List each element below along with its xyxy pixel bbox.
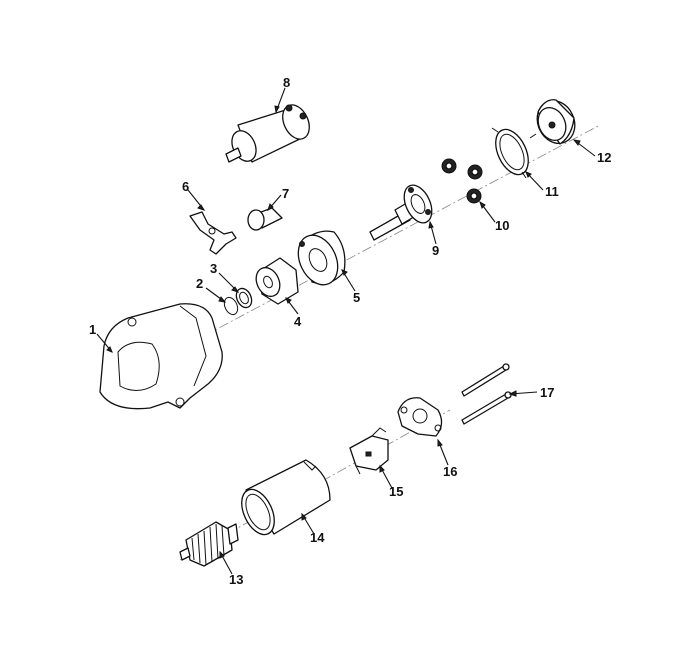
callout-2: 2 [196,276,203,291]
callout-15: 15 [389,484,403,499]
callout-11: 11 [545,184,559,199]
lever-holder-part [247,207,283,231]
leader-lines [96,87,596,575]
yoke-part [241,459,331,536]
through-bolts-part [461,363,512,425]
planetary-gear-housing-part [297,230,346,286]
shift-lever-part [189,211,237,255]
solenoid-switch-part [225,104,310,163]
gear-cover-part [536,99,576,145]
callout-7: 7 [282,186,289,201]
callout-4: 4 [294,314,302,329]
pinion-drive-clutch-part [255,257,299,305]
callout-12: 12 [597,150,611,165]
rear-bracket-part [397,397,443,437]
callout-5: 5 [353,290,360,305]
callout-13: 13 [229,572,243,587]
callout-8: 8 [283,75,290,90]
callout-6: 6 [182,179,189,194]
planet-gears-part [441,158,483,204]
callout-1: 1 [89,322,96,337]
callout-3: 3 [210,261,217,276]
drive-end-housing-part [99,303,223,410]
internal-gear-part [491,127,537,179]
planet-carrier-shaft-part [369,184,433,241]
callout-17: 17 [540,385,554,400]
callout-14: 14 [310,530,325,545]
callout-10: 10 [495,218,509,233]
stop-collar-part [235,287,253,309]
callout-9: 9 [432,243,439,258]
snap-ring-part [223,296,239,316]
callout-labels: 1 2 3 4 5 6 7 8 9 10 11 12 13 14 15 16 1… [89,75,611,587]
brush-holder-part [349,427,389,475]
armature-part [179,521,239,567]
callout-16: 16 [443,464,457,479]
